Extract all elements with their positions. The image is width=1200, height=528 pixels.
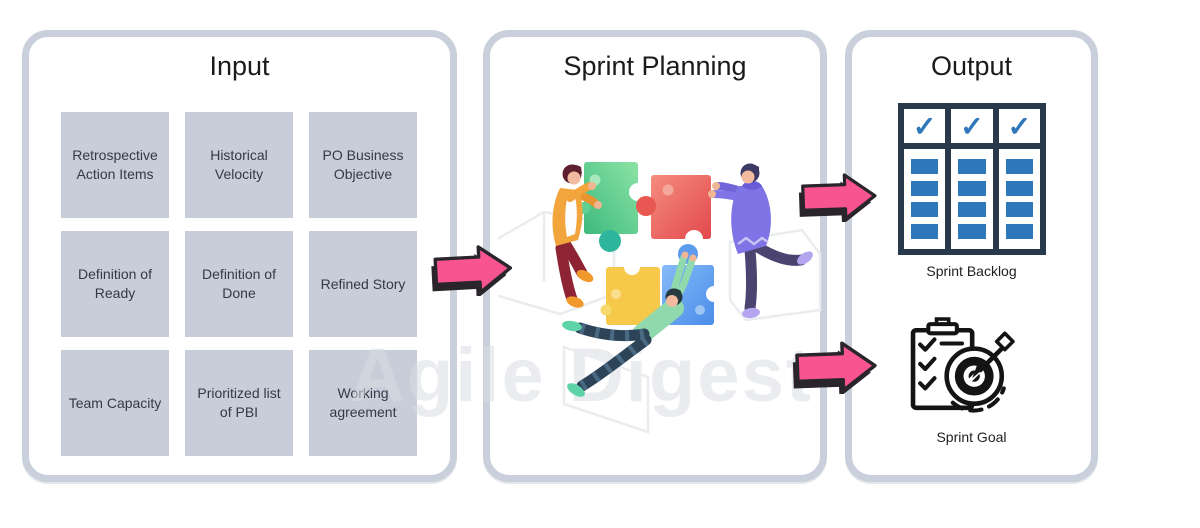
input-panel-title: Input (209, 51, 270, 81)
input-cell: Historical Velocity (185, 112, 293, 218)
input-panel: Input Retrospective Action Items Histori… (22, 30, 457, 482)
input-cell: Refined Story (309, 231, 417, 337)
input-to-planning-arrow (431, 245, 513, 296)
backlog-items (951, 149, 993, 249)
input-cell: Retrospective Action Items (61, 112, 169, 218)
checkmark-icon: ✓ (998, 109, 1040, 143)
input-items-grid: Retrospective Action Items Historical Ve… (61, 112, 417, 456)
person-purple-hoodie (708, 163, 813, 319)
backlog-items (998, 149, 1040, 249)
input-cell: Working agreement (309, 350, 417, 456)
planning-to-goal-arrow (792, 341, 877, 394)
sprint-backlog-table-icon: ✓ ✓ ✓ (898, 103, 1046, 255)
person-green-shirt (562, 251, 697, 397)
sprint-planning-panel-title: Sprint Planning (563, 51, 747, 81)
input-cell: PO Business Objective (309, 112, 417, 218)
sprint-goal-target-icon (910, 317, 1015, 413)
sprint-backlog-label: Sprint Backlog (926, 263, 1017, 279)
output-panel-title: Output (930, 51, 1013, 81)
input-cell: Prioritized list of PBI (185, 350, 293, 456)
sprint-goal-label: Sprint Goal (936, 429, 1007, 445)
input-cell: Team Capacity (61, 350, 169, 456)
backlog-column: ✓ (998, 109, 1040, 249)
yellow-puzzle-piece (600, 259, 660, 325)
red-puzzle-piece (636, 175, 711, 248)
backlog-column: ✓ (951, 109, 993, 249)
planning-to-backlog-arrow (798, 173, 877, 222)
backlog-column: ✓ (904, 109, 946, 249)
backlog-items (904, 149, 946, 249)
checkmark-icon: ✓ (904, 109, 946, 143)
input-cell: Definition of Done (185, 231, 293, 337)
watermark-text: Agile Digest (350, 333, 814, 418)
person-orange-jacket (552, 164, 602, 308)
input-cell: Definition of Ready (61, 231, 169, 337)
output-panel: Output ✓ ✓ ✓ Sprint Backlog (845, 30, 1098, 482)
checkmark-icon: ✓ (951, 109, 993, 143)
green-puzzle-piece (578, 162, 647, 252)
teamwork-puzzle-illustration (498, 162, 822, 434)
